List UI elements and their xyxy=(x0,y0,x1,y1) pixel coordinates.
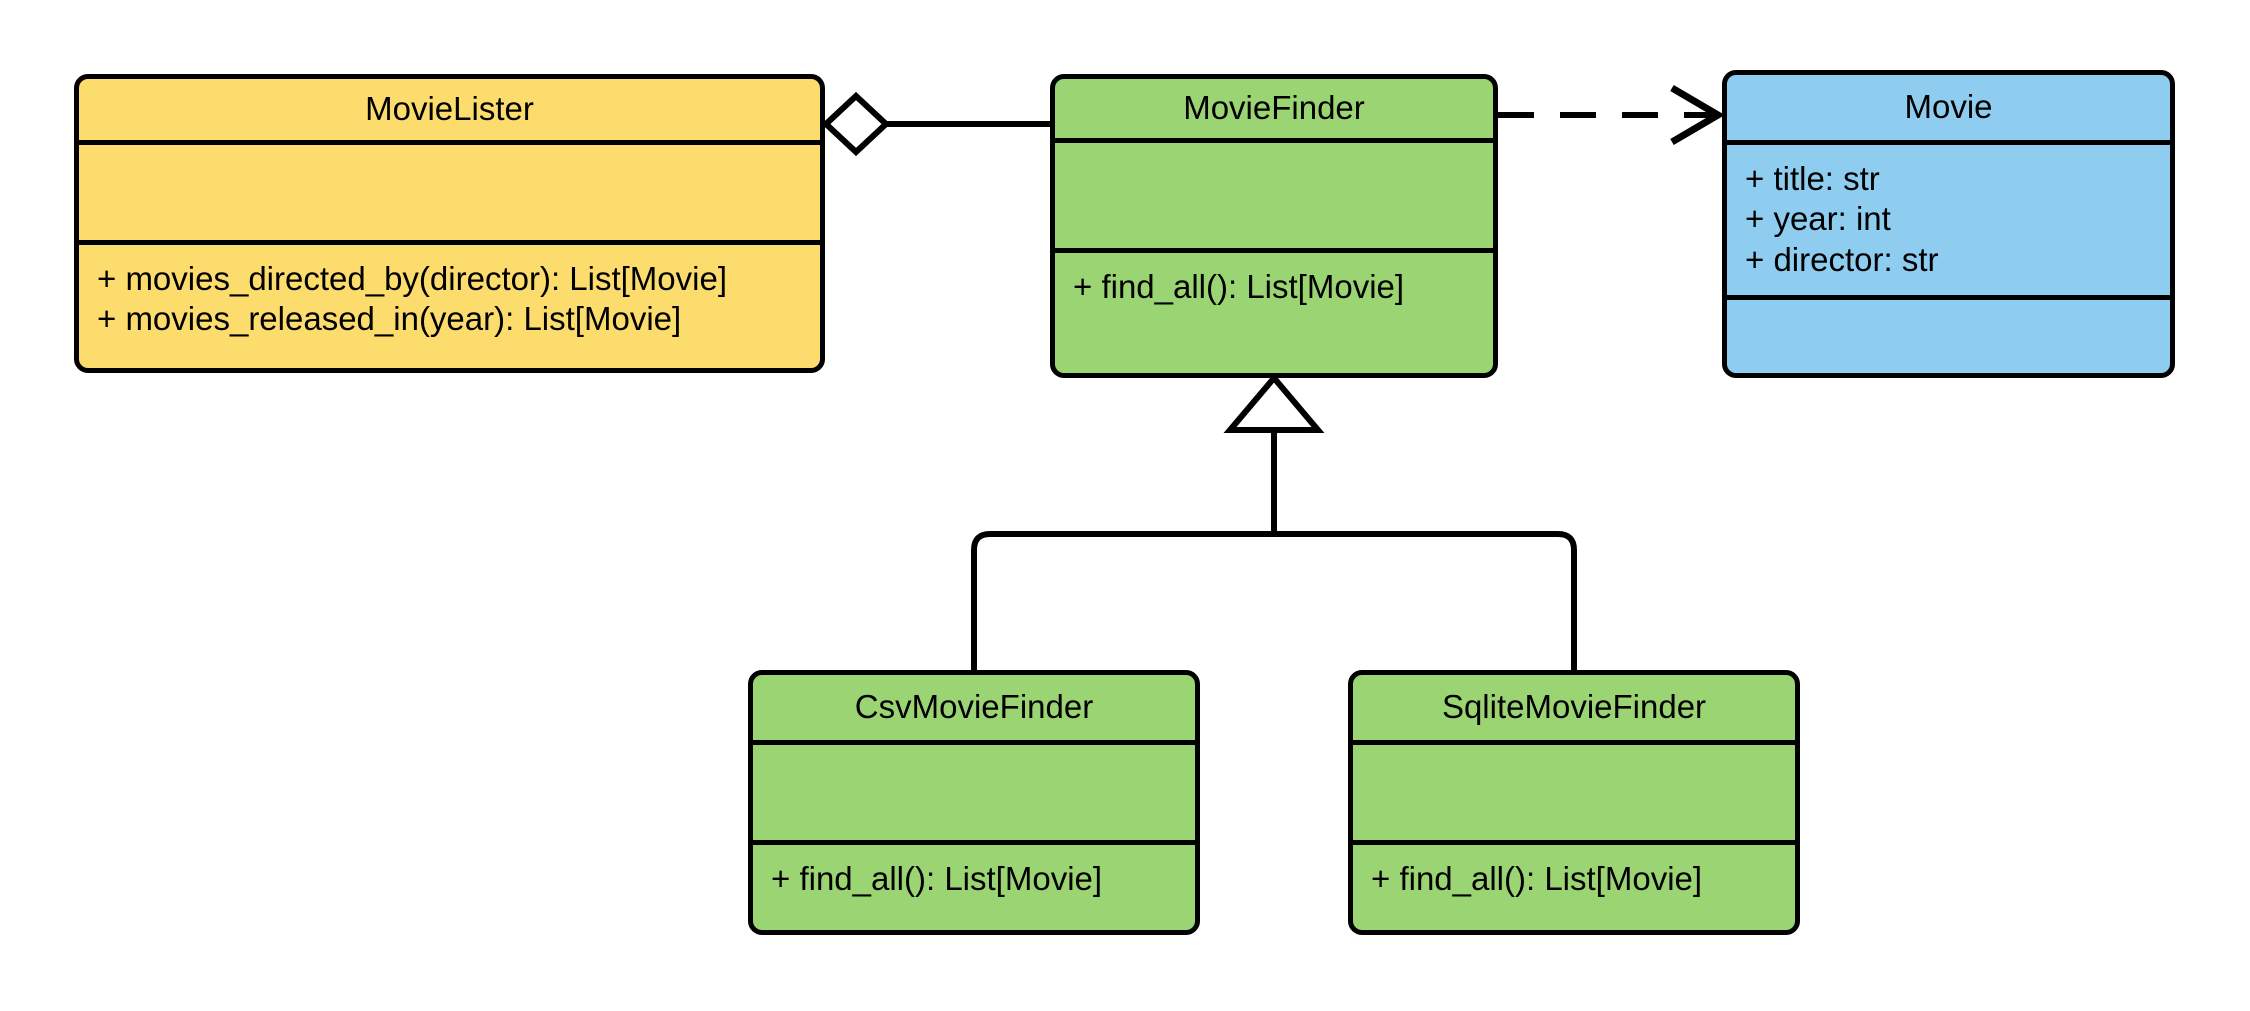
hollow-triangle-icon xyxy=(1223,373,1325,433)
generalization-branch-bar xyxy=(971,531,1577,670)
operation-item: + movies_released_in(year): List[Movie] xyxy=(97,300,682,338)
attributes-compartment-movielister xyxy=(79,145,820,245)
operations-compartment-movielister: + movies_directed_by(director): List[Mov… xyxy=(79,245,820,368)
operation-item: + movies_directed_by(director): List[Mov… xyxy=(97,260,727,297)
operations-compartment-sqlitemoviefinder: + find_all(): List[Movie] xyxy=(1353,845,1795,930)
class-box-sqlitemoviefinder[interactable]: SqliteMovieFinder + find_all(): List[Mov… xyxy=(1348,670,1800,935)
class-name-movie: Movie xyxy=(1727,75,2170,145)
class-box-csvmoviefinder[interactable]: CsvMovieFinder + find_all(): List[Movie] xyxy=(748,670,1200,935)
class-box-movie[interactable]: Movie + title: str + year: int + directo… xyxy=(1722,70,2175,378)
operations-compartment-moviefinder: + find_all(): List[Movie] xyxy=(1055,253,1493,373)
operations-compartment-movie xyxy=(1727,300,2170,373)
attribute-item: + title: str xyxy=(1745,160,1880,197)
class-name-movielister: MovieLister xyxy=(79,79,820,145)
class-name-csvmoviefinder: CsvMovieFinder xyxy=(753,675,1195,745)
operation-item: + find_all(): List[Movie] xyxy=(771,860,1103,897)
class-name-moviefinder: MovieFinder xyxy=(1055,79,1493,143)
class-name-sqlitemoviefinder: SqliteMovieFinder xyxy=(1353,675,1795,745)
attributes-compartment-moviefinder xyxy=(1055,143,1493,253)
edge-aggregation-movielister-moviefinder[interactable] xyxy=(821,91,1050,157)
class-box-moviefinder[interactable]: MovieFinder + find_all(): List[Movie] xyxy=(1050,74,1498,378)
operations-compartment-csvmoviefinder: + find_all(): List[Movie] xyxy=(753,845,1195,930)
operation-item: + find_all(): List[Movie] xyxy=(1371,860,1703,897)
edge-generalization-tree[interactable] xyxy=(971,373,1577,670)
edge-dependency-moviefinder-movie[interactable] xyxy=(1498,84,1725,146)
attribute-item: + director: str xyxy=(1745,240,1939,278)
operation-item: + find_all(): List[Movie] xyxy=(1073,268,1405,305)
class-box-movielister[interactable]: MovieLister + movies_directed_by(directo… xyxy=(74,74,825,373)
hollow-diamond-icon xyxy=(821,91,891,157)
attributes-compartment-sqlitemoviefinder xyxy=(1353,745,1795,845)
attributes-compartment-csvmoviefinder xyxy=(753,745,1195,845)
open-arrow-icon xyxy=(1670,84,1725,146)
attributes-compartment-movie: + title: str + year: int + director: str xyxy=(1727,145,2170,300)
attribute-item: + year: int xyxy=(1745,200,1891,238)
